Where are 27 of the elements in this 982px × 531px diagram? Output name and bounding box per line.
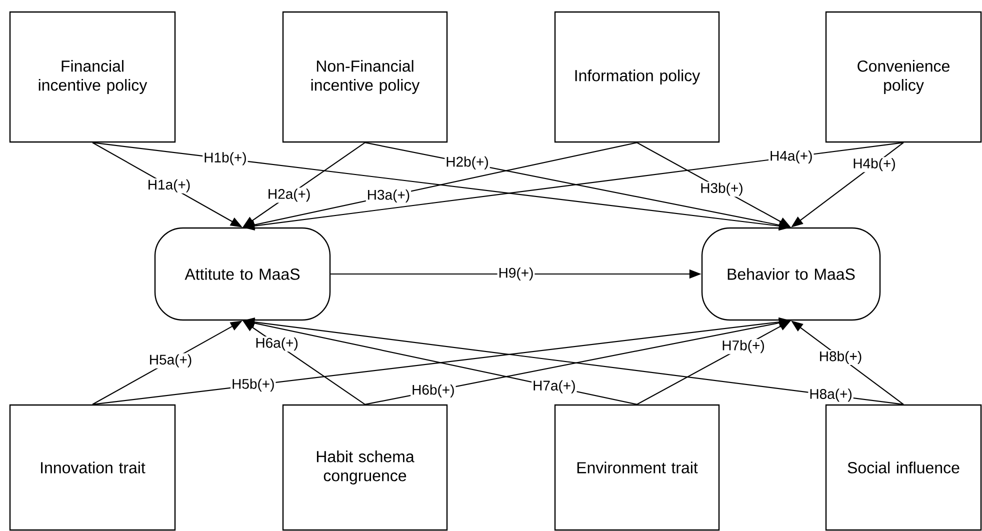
- edge-label: H6a(+): [254, 336, 300, 352]
- factor-box: Habit schema congruence: [282, 404, 448, 531]
- construct-box: Attitute to MaaS: [154, 227, 331, 321]
- edge-label: H4b(+): [852, 157, 897, 172]
- edge-label: H6b(+): [410, 383, 456, 399]
- factor-box: Innovation trait: [9, 404, 176, 531]
- factor-box: Information policy: [554, 11, 720, 143]
- edge-label: H7a(+): [532, 379, 577, 394]
- edge-label: H2b(+): [444, 155, 490, 170]
- edge-label: H7b(+): [720, 339, 766, 354]
- edge-label: H8a(+): [808, 388, 854, 403]
- factor-box: Social influence: [825, 404, 982, 531]
- edge-label: H2a(+): [266, 188, 312, 203]
- edge-label: H1b(+): [202, 151, 248, 166]
- factor-box: Non-Financial incentive policy: [282, 11, 448, 143]
- factor-box: Financial incentive policy: [9, 11, 176, 143]
- edge-label: H5a(+): [148, 353, 194, 368]
- factor-box: Environment trait: [554, 404, 720, 531]
- edge-label: H9(+): [497, 266, 535, 282]
- edge-label: H3a(+): [366, 188, 412, 204]
- edge-label: H4a(+): [768, 150, 814, 165]
- edge-label: H1a(+): [146, 178, 192, 194]
- edge-label: H8b(+): [818, 350, 864, 365]
- construct-box: Behavior to MaaS: [701, 227, 881, 321]
- edge-label: H3b(+): [699, 182, 744, 197]
- factor-box: Convenience policy: [825, 11, 982, 143]
- edge-label: H5b(+): [230, 378, 276, 393]
